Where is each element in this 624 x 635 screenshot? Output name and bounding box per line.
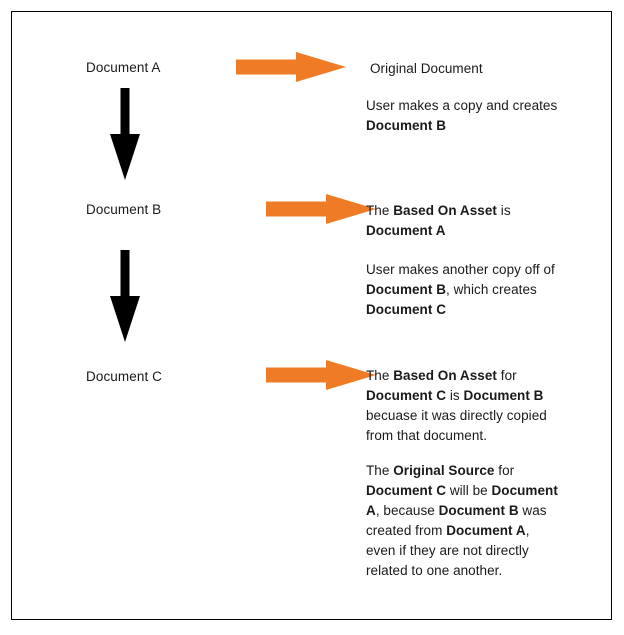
annotation-based-on-asset-a: The Based On Asset is Document A bbox=[366, 203, 511, 238]
right-arrow-icon-callout-b bbox=[266, 192, 376, 226]
annotation-based-on-asset-c: The Based On Asset for Document C is Doc… bbox=[366, 368, 547, 443]
annotation-user-copy-c: User makes another copy off of Document … bbox=[366, 262, 555, 317]
annotation-original-source-c: The Original Source for Document C will … bbox=[366, 463, 558, 578]
node-label-document-a: Document A bbox=[86, 60, 161, 75]
down-arrow-icon-a-to-b bbox=[108, 88, 142, 180]
annotation-user-copy-b: User makes a copy and creates Document B bbox=[366, 98, 558, 133]
down-arrow-icon-b-to-c bbox=[108, 250, 142, 342]
right-arrow-icon-callout-a bbox=[236, 50, 346, 84]
diagram-frame bbox=[11, 11, 612, 620]
right-arrow-icon-callout-c bbox=[266, 358, 376, 392]
annotation-original-document: Original Document bbox=[370, 61, 483, 76]
node-label-document-b: Document B bbox=[86, 202, 162, 217]
node-label-document-c: Document C bbox=[86, 369, 163, 384]
